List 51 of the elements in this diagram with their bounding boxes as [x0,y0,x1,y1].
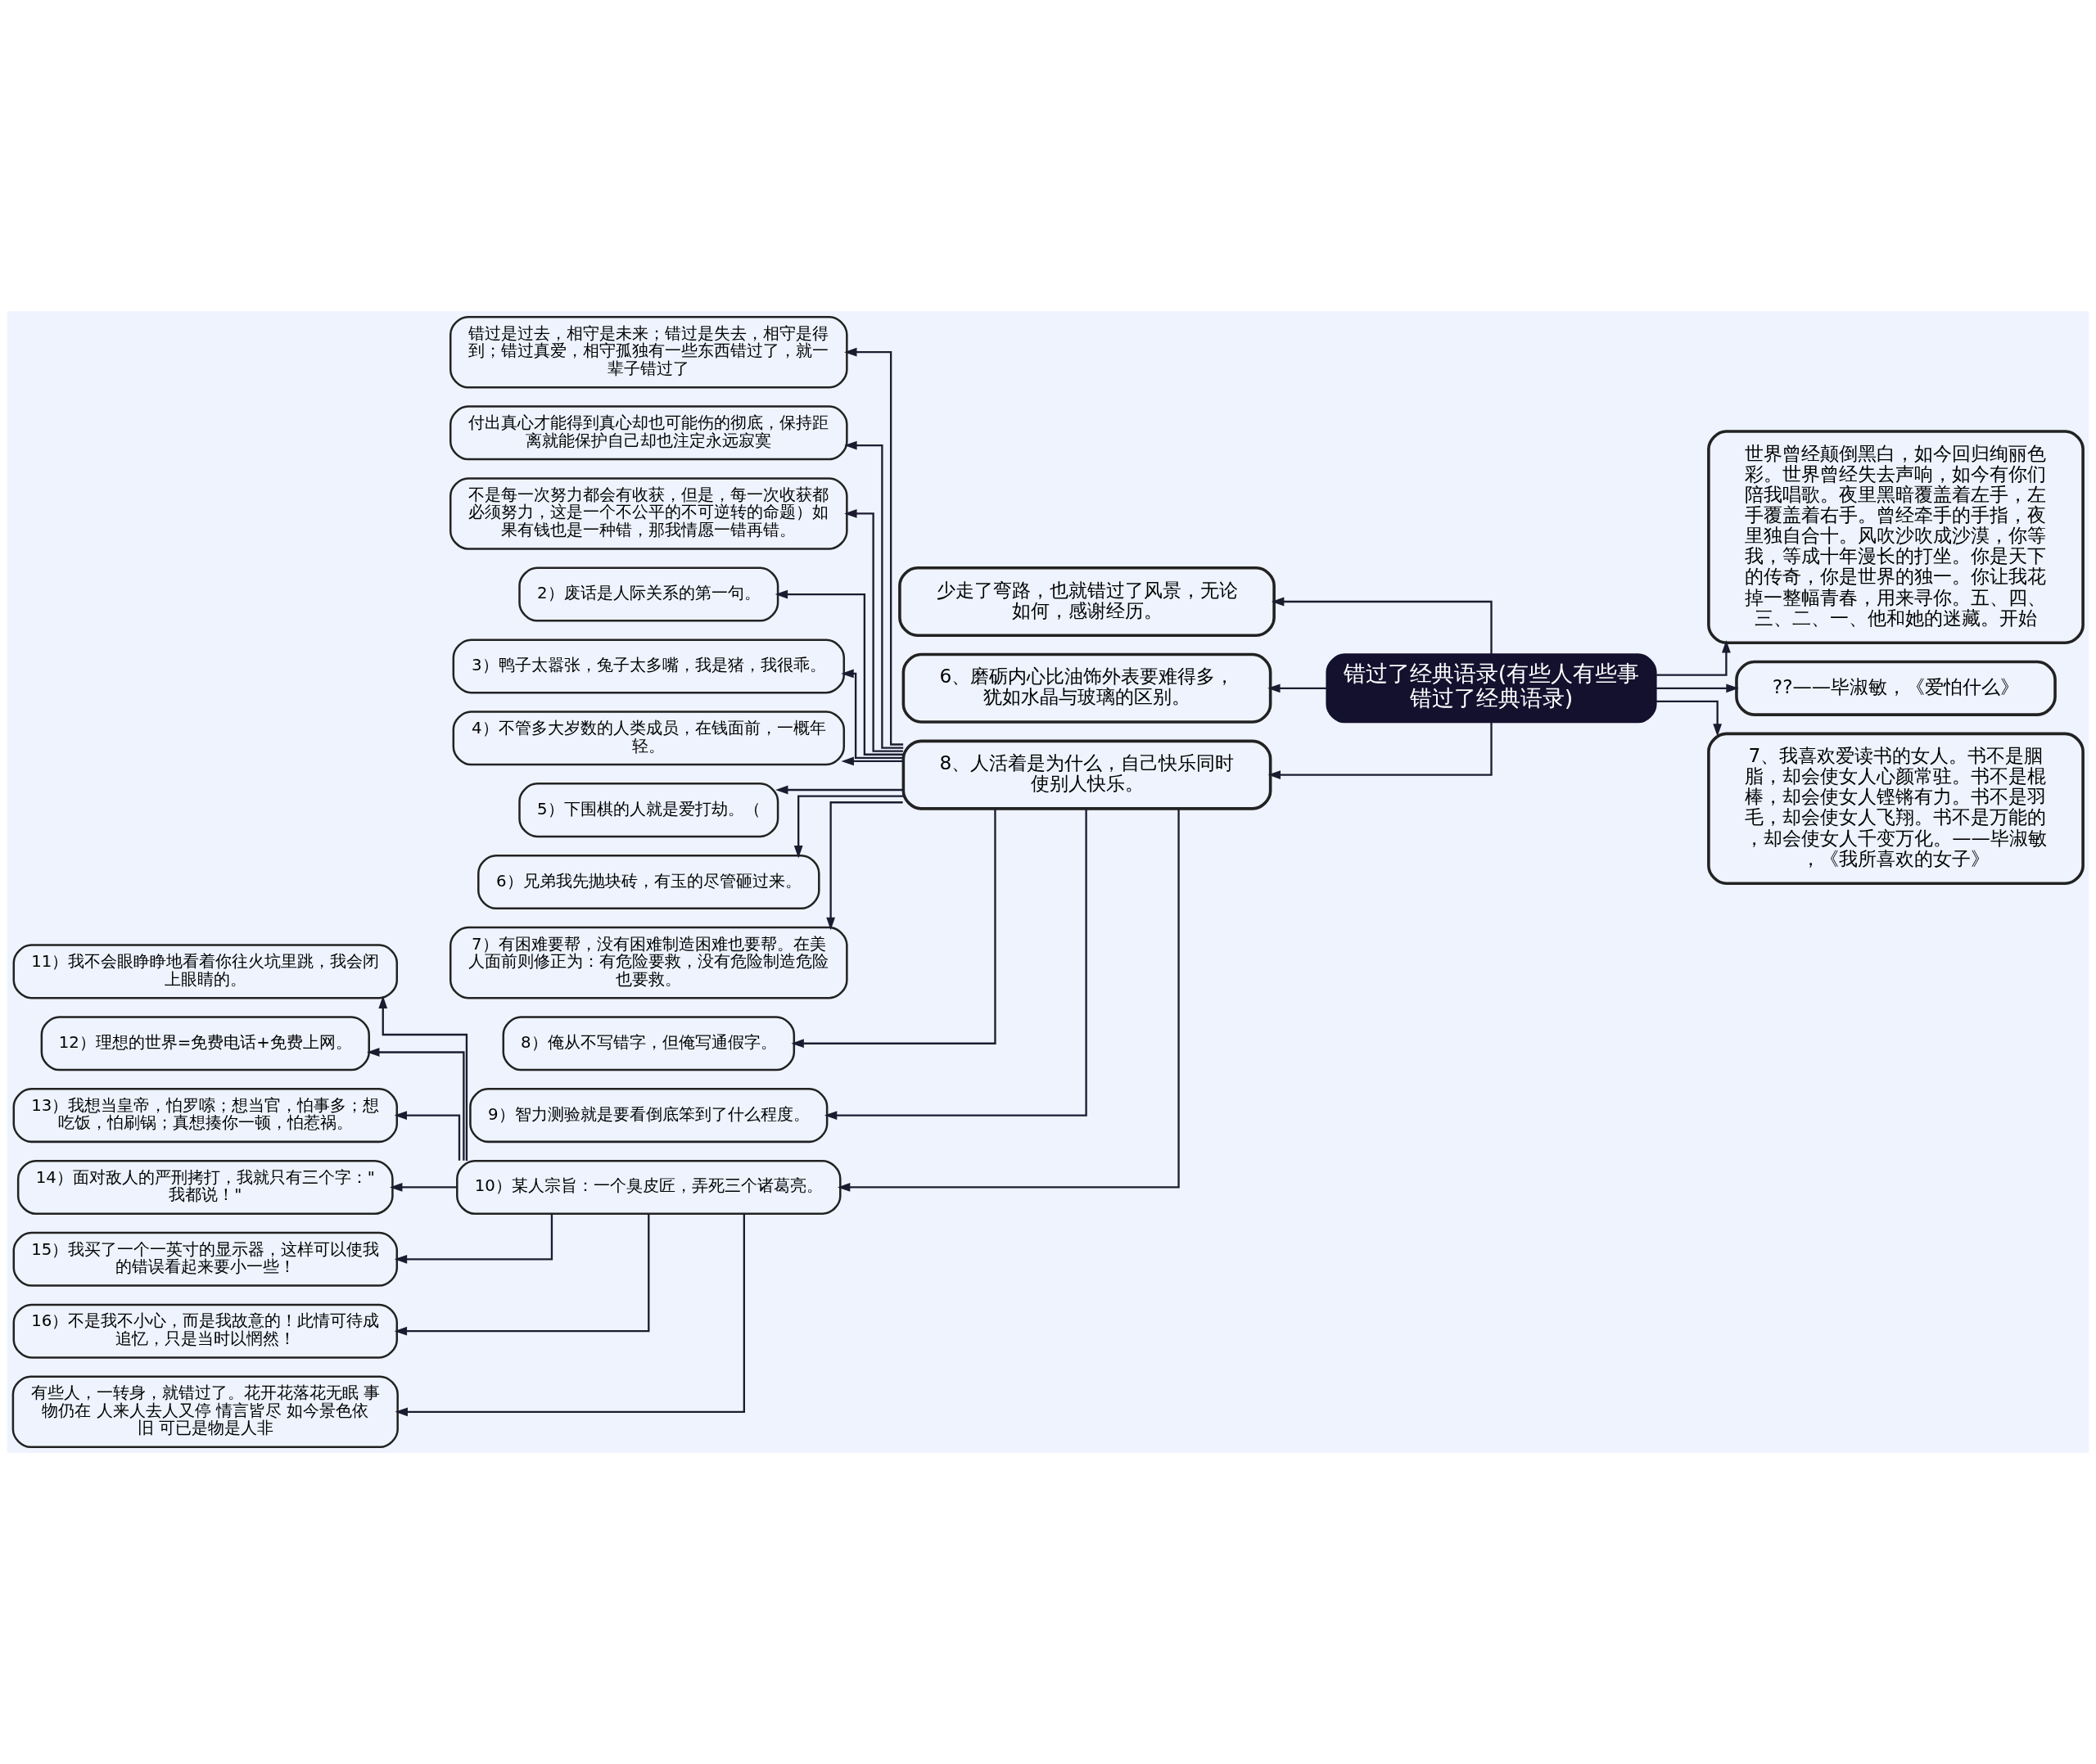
node-box: 不是每一次努力都会有收获，但是，每一次收获都必须努力，这是一个不公平的不可逆转的命题）如果有钱也是一种错，那我情愿一错再错。 [449,477,848,550]
arrow [844,509,903,752]
arrow [1267,722,1493,779]
node-box: 7）有困难要帮，没有困难制造困难也要帮。在美人面前则修正为：有危险要救，没有危险制造危险也要救。 [449,926,848,999]
node-box: 13）我想当皇帝，怕罗嗦；想当官，怕事多；想吃饭，怕刷锅；真想揍你一顿，怕惹祸。 [12,1088,399,1144]
node-box: 16）不是我不小心，而是我故意的！此情可待成追忆，只是当时以惘然！ [12,1303,399,1359]
arrow [793,795,904,859]
arrow [826,801,903,931]
arrow [394,1214,553,1264]
arrow [1656,683,1739,693]
arrow [367,1048,465,1161]
arrow [1656,700,1723,737]
node-box: 10）某人宗旨：一个臭皮匠，弄死三个诸葛亮。 [456,1159,842,1215]
node-box: 有些人，一转身，就错过了。花开花落花无眠 事物仍在 人来人去人又停 情言皆尽 如今景色依旧 可已是物是人非 [11,1375,399,1449]
node-box: 世界曾经颠倒黑白，如今回归绚丽色彩。世界曾经失去声响，如今有你们陪我唱歌。夜里黑暗覆盖着左手，左手覆盖着右手。曾经牵手的手指，夜里独自合十。风吹沙吹成沙漠，你等我，等成十年漫长的打坐。你是天下的传奇，你是世界的独一。你让我花掉一整幅青春，用来寻你。五、四、三、二、一、他和她的迷藏。开始 [1707,430,2085,645]
node-box: 14）面对敌人的严刑拷打，我就只有三个字："我都说！" [16,1159,394,1215]
arrow [844,347,904,746]
arrow [378,995,468,1161]
arrow [395,1214,745,1417]
arrow [837,809,1180,1192]
node-box: ??——毕淑敏，《爱怕什么》 [1735,660,2057,716]
node-box: 5）下围棋的人就是爱打劫。（ [518,783,779,838]
node-box: 8）俺从不写错字，但俺写通假字。 [502,1016,796,1071]
arrow [394,1111,461,1161]
arrow [775,589,904,756]
node-box: 6、磨砺内心比油饰外表要难得多，犹如水晶与玻璃的区别。 [901,652,1272,724]
arrow [841,669,903,760]
node-box: 8、人活着是为什么，自己快乐同时使别人快乐。 [901,739,1272,810]
arrow [1267,683,1327,693]
node-box: 少走了弯路，也就错过了风景，无论如何，感谢经历。 [898,566,1276,638]
arrow [841,756,903,766]
node-box: 15）我买了一个一英寸的显示器，这样可以使我的错误看起来要小一些！ [12,1231,399,1287]
node-box: 错过是过去，相守是未来；错过是失去，相守是得到；错过真爱，相守孤独有一些东西错过了，就一辈子错过了 [449,315,848,389]
node-box: 付出真心才能得到真心却也可能伤的彻底，保持距离就能保护自己却也注定永远寂寞 [449,405,848,461]
node-box: 4）不管多大岁数的人类成员，在钱面前，一概年轻。 [452,711,845,766]
arrow [394,1214,650,1336]
node-box: 11）我不会眼睁睁地看着你往火坑里跳，我会闭上眼睛的。 [12,944,399,999]
arrow [844,440,904,749]
node-box: 2）废话是人际关系的第一句。 [518,566,779,622]
node-box: 7、我喜欢爱读书的女人。书不是胭脂，却会使女人心颜常驻。书不是棍棒，却会使女人铿锵有力。书不是羽毛，却会使女人飞翔。书不是万能的，却会使女人千变万化。——毕淑敏，《我所喜欢的女子》 [1707,732,2085,886]
arrow [824,809,1087,1120]
arrow [1656,640,1731,676]
node-box: 12）理想的世界=免费电话+免费上网。 [40,1016,370,1071]
arrow [775,785,903,795]
node-box: 3）鸭子太嚣张，兔子太多嘴，我是猪，我很乖。 [452,638,845,694]
node-box: 9）智力测验就是要看倒底笨到了什么程度。 [469,1088,829,1144]
arrow [1271,597,1493,654]
arrow [390,1183,457,1192]
arrow [791,809,996,1049]
node-box: 错过了经典语录(有些人有些事错过了经典语录) [1326,653,1657,724]
node-box: 6）兄弟我先抛块砖，有玉的尽管砸过来。 [477,854,820,910]
